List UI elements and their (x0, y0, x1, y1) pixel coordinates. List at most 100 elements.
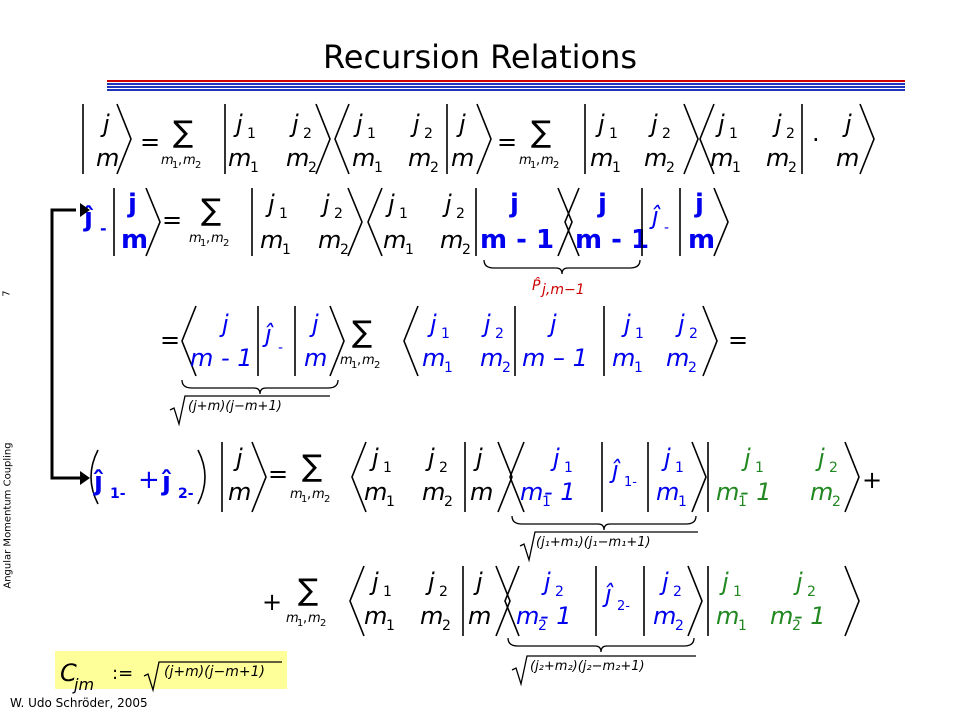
math-text-51: m (189, 231, 202, 246)
math-text-161: j (473, 568, 483, 596)
math-text-46: j (842, 110, 852, 138)
math-text-36: m (644, 144, 667, 172)
math-text-109: 1 (634, 360, 643, 376)
math-text-91: , (357, 353, 361, 368)
math-text-146: m (716, 478, 739, 506)
math-text-118: , (307, 487, 311, 502)
left-angle-bracket (504, 565, 520, 637)
math-text-150: 2 (832, 494, 841, 510)
math-text-123: j (425, 444, 435, 472)
math-text-28: m (541, 153, 554, 168)
math-text-99: m (422, 344, 445, 372)
lowering-operator-2: ĵ (161, 467, 172, 497)
math-text-82: j (219, 310, 229, 338)
right-angle-bracket (315, 103, 331, 175)
math-text-141: 1 (678, 494, 687, 510)
math-text-18: 2 (424, 126, 433, 142)
math-text-178: j (719, 568, 729, 596)
equals-sign: = (162, 206, 182, 234)
math-text-121: j (369, 444, 379, 472)
right-angle-bracket (687, 565, 703, 637)
math-text-176: m (653, 602, 676, 630)
math-text-126: m (364, 478, 387, 506)
math-text-129: 2 (444, 494, 453, 510)
math-text-115: m (228, 478, 251, 506)
math-text-93: 2 (374, 360, 380, 371)
math-text-163: 1 (386, 618, 395, 634)
math-text-101: m (480, 344, 503, 372)
math-text-69: 1 (405, 242, 414, 258)
cjm-definition-box (55, 651, 287, 689)
left-angle-bracket (351, 441, 367, 513)
math-text-189: jm (72, 675, 94, 694)
right-angle-bracket (691, 441, 707, 513)
left-angle-bracket (367, 187, 383, 257)
math-text-88: (j+m)(j−m+1) (188, 399, 282, 414)
math-text-137: 1- (624, 475, 637, 490)
math-text-174: j (659, 568, 669, 596)
math-text-136: ĵ (609, 456, 621, 484)
math-text-128: m (422, 478, 445, 506)
math-text-124: 2 (439, 460, 448, 476)
math-text-15: j (353, 110, 363, 138)
underbrace-sqrt-j2 (507, 637, 695, 653)
math-text-106: j (675, 310, 685, 338)
math-text-84: ĵ (262, 320, 274, 348)
math-text-122: 1 (383, 460, 392, 476)
math-text-149: m (810, 478, 833, 506)
math-text-131: j (550, 444, 560, 472)
right-angle-bracket (497, 441, 513, 513)
math-text-151: (j₁+m₁)(j₁−m₁+1) (536, 535, 651, 550)
right-angle-bracket (702, 305, 718, 377)
math-text-112: 1- (110, 486, 126, 502)
math-text-143: 1 (755, 460, 764, 476)
math-text-66: j (442, 190, 452, 218)
math-text-45: 2 (788, 160, 797, 176)
lowering-operator: ĵ (83, 203, 94, 233)
math-text-60: m (260, 226, 283, 254)
math-text-160: 2 (439, 584, 448, 600)
math-text-102: 2 (502, 360, 511, 376)
math-text-27: , (536, 153, 540, 168)
summation-sign: ∑ (531, 115, 551, 150)
right-angle-bracket (476, 103, 492, 175)
math-text-1: m (96, 144, 119, 172)
math-text-10: 2 (303, 126, 312, 142)
right-angle-bracket (347, 187, 363, 257)
math-text-90: 1 (351, 360, 357, 371)
math-text-107: 2 (689, 326, 698, 342)
math-text-168: 2 (555, 584, 564, 600)
math-text-0: j (100, 110, 110, 138)
math-text-71: 2 (462, 242, 471, 258)
math-text-14: 2 (308, 160, 317, 176)
math-text-37: 2 (666, 160, 675, 176)
math-text-63: 2 (340, 242, 349, 258)
page-title: Recursion Relations (322, 38, 638, 76)
math-text-85: - (278, 340, 283, 356)
math-text-42: m (710, 144, 733, 172)
math-text-23: 2 (430, 160, 439, 176)
math-text-59: 2 (334, 206, 343, 222)
math-text-110: m (666, 344, 689, 372)
math-text-147: 1 (738, 494, 747, 510)
equals-sign: = (268, 460, 288, 488)
math-text-117: 1 (301, 494, 307, 505)
math-text-68: m (383, 226, 406, 254)
math-text-77: - (664, 220, 669, 236)
summation-sign: ∑ (352, 315, 372, 350)
math-text-127: 1 (386, 494, 395, 510)
math-text-153: 1 (297, 618, 303, 629)
right-angle-bracket (683, 103, 699, 175)
math-text-72: j (509, 189, 519, 219)
title-rule-blue-2 (107, 86, 905, 88)
math-text-6: 2 (195, 160, 201, 171)
math-text-133: m (520, 478, 543, 506)
math-text-173: 2- (617, 599, 630, 614)
projector-underbrace (483, 259, 641, 275)
math-text-148: - 1 (740, 478, 772, 506)
math-text-87: m (304, 344, 327, 372)
right-angle-bracket (844, 441, 860, 513)
math-text-52: 1 (200, 238, 206, 249)
right-angle-bracket (495, 565, 511, 637)
underbrace-sqrt-j1 (511, 515, 697, 531)
